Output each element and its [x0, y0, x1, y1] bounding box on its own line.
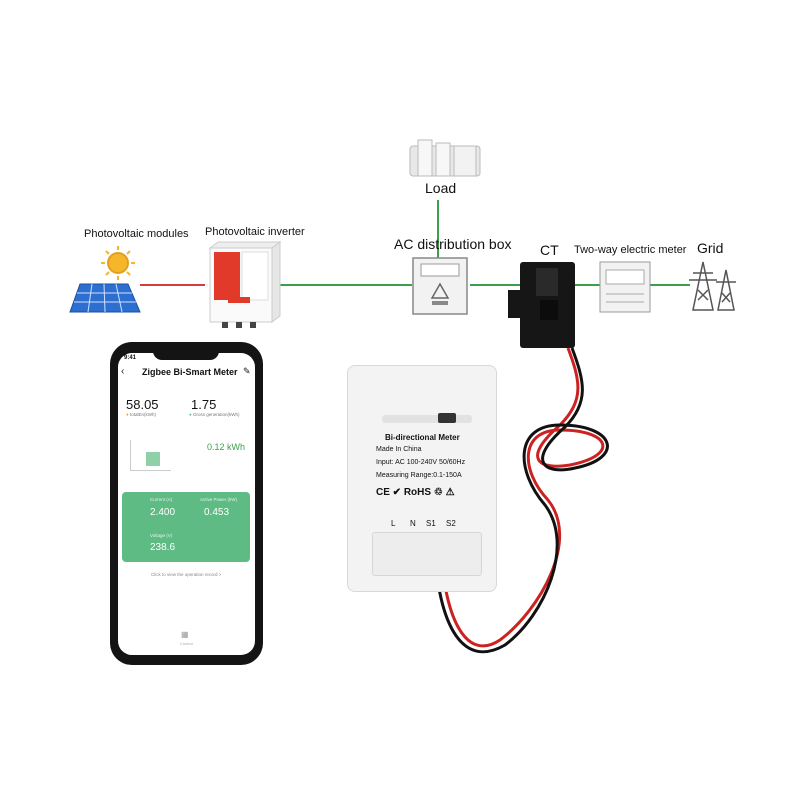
two-way-meter-label: Two-way electric meter	[574, 244, 687, 256]
dot-icon: ●	[189, 412, 192, 417]
total-energy-value: 58.05	[126, 397, 159, 412]
terminal-s2: S2	[446, 519, 456, 528]
total-energy-label-row: ● totalEn(kWh)	[126, 412, 156, 417]
load-device	[409, 139, 481, 177]
ct-clamp	[508, 262, 575, 348]
readings-card[interactable]	[122, 492, 250, 562]
app-title: Zigbee Bi-Smart Meter	[142, 367, 238, 377]
back-icon[interactable]: ‹	[121, 366, 125, 377]
inverter-device	[208, 241, 282, 328]
gross-generation-label: Gross generation(kWh)	[192, 412, 240, 417]
dot-icon: ●	[126, 412, 129, 417]
ac-distribution-box	[412, 257, 468, 315]
gross-generation-value: 1.75	[191, 397, 217, 412]
grid-label: Grid	[697, 240, 724, 256]
mini-chart-bar	[146, 452, 160, 466]
terminal-cover	[372, 532, 482, 576]
terminal-l: L	[391, 519, 396, 528]
ct-cable	[432, 347, 609, 654]
gross-generation-label-row: ● Gross generation(kWh)	[189, 412, 240, 417]
mini-chart	[130, 440, 171, 471]
sun-icon	[101, 246, 135, 280]
meter-cert-marks: CE ✔ RoHS ♲ ⚠	[376, 487, 455, 498]
terminal-s1: S1	[426, 519, 436, 528]
grid-tower-icon	[689, 261, 736, 311]
solar-panel-icon	[69, 283, 141, 313]
ac-box-label: AC distribution box	[394, 236, 512, 252]
voltage-value: 238.6	[150, 542, 176, 553]
meter-range: Measuring Range:0.1-150A	[376, 472, 462, 479]
edit-icon[interactable]: ✎	[243, 366, 251, 376]
control-label: Control	[180, 641, 193, 646]
current-label: Current (A)	[150, 497, 173, 502]
meter-switch	[438, 413, 456, 423]
voltage-label: Voltage (V)	[150, 533, 173, 538]
pv-inverter-label: Photovoltaic inverter	[205, 226, 305, 238]
meter-made: Made In China	[376, 446, 422, 453]
ct-label: CT	[540, 242, 559, 258]
total-energy-label: totalEn(kWh)	[129, 412, 156, 417]
load-label: Load	[425, 180, 457, 196]
meter-input: Input: AC 100-240V 50/60Hz	[376, 459, 466, 466]
today-value: 0.12 kWh	[207, 442, 246, 452]
meter-title: Bi-directional Meter	[385, 433, 460, 442]
pv-modules-label: Photovoltaic modules	[84, 228, 189, 240]
status-time: 9:41	[124, 355, 137, 361]
power-label: Active Power (kW)	[200, 497, 238, 502]
phone-notch	[153, 348, 219, 360]
terminal-n: N	[410, 519, 416, 528]
meter-slot	[382, 415, 472, 423]
power-value: 0.453	[204, 507, 230, 518]
current-value: 2.400	[150, 507, 176, 518]
control-icon[interactable]: ▦	[181, 630, 189, 639]
two-way-meter-device	[599, 261, 651, 313]
operation-record-link[interactable]: Click to view the operation record >	[151, 572, 222, 577]
